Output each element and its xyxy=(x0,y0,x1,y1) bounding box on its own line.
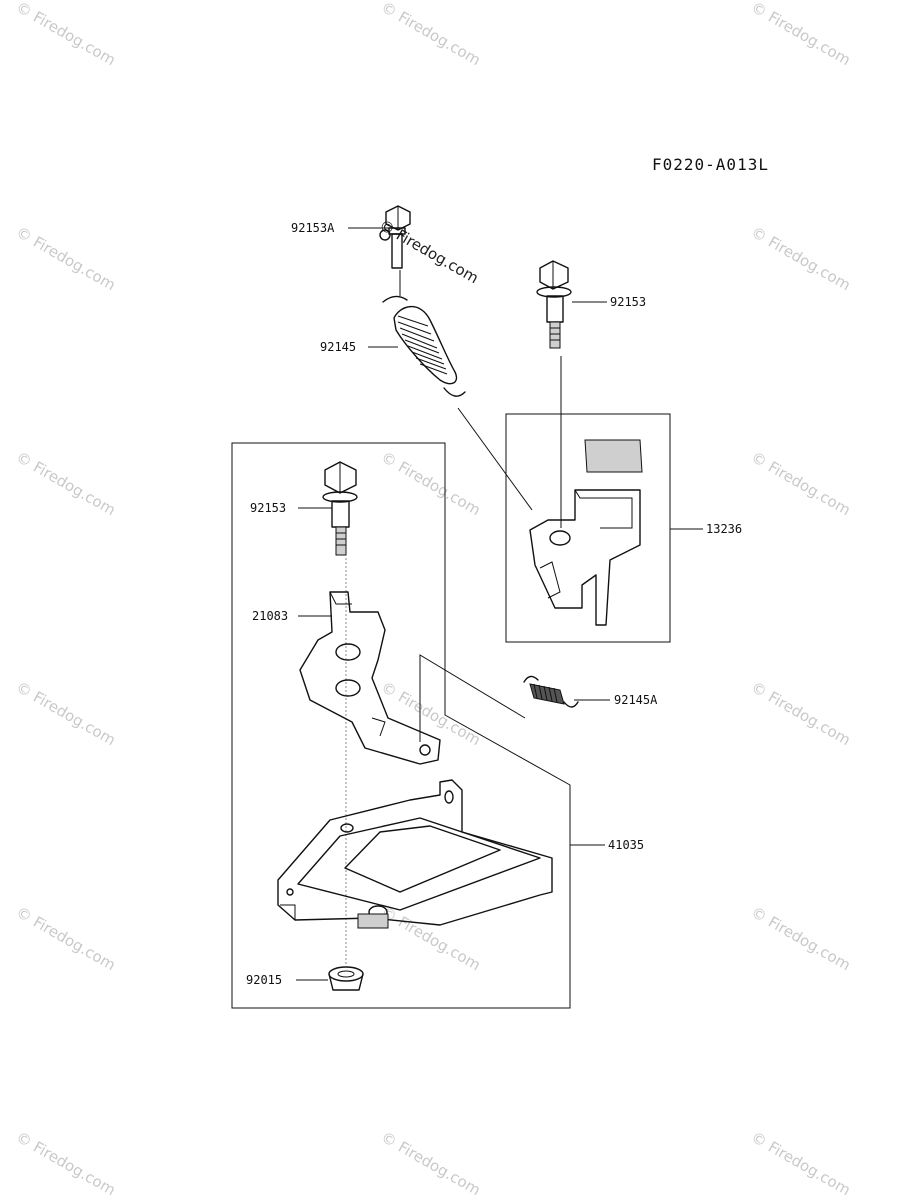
watermark: © Firedog.com xyxy=(748,1128,854,1199)
watermark: © Firedog.com xyxy=(378,1128,484,1199)
part-spring-92145 xyxy=(382,295,466,397)
watermark: © Firedog.com xyxy=(13,678,119,749)
watermark: © Firedog.com xyxy=(13,448,119,519)
part-label-92153-top: 92153 xyxy=(610,295,646,309)
part-label-21083: 21083 xyxy=(252,609,288,623)
watermark: © Firedog.com xyxy=(13,1128,119,1199)
assembly-frame xyxy=(231,442,571,1009)
watermark: © Firedog.com xyxy=(378,903,484,974)
watermark: © Firedog.com xyxy=(748,903,854,974)
part-bolt-92153a xyxy=(379,205,411,269)
watermark: © Firedog.com xyxy=(378,678,484,749)
part-label-92153-left: 92153 xyxy=(250,501,286,515)
part-nut-92015 xyxy=(328,966,364,991)
watermark: © Firedog.com xyxy=(13,0,119,69)
watermark: © Firedog.com xyxy=(378,448,484,519)
watermark: © Firedog.com xyxy=(378,0,484,69)
part-bolt-92153-left xyxy=(322,461,358,556)
part-label-41035: 41035 xyxy=(608,838,644,852)
watermark: © Firedog.com xyxy=(13,223,119,294)
watermark: © Firedog.com xyxy=(748,223,854,294)
part-bracket-13236 xyxy=(529,439,643,626)
part-spring-92145a xyxy=(523,675,579,708)
guide-line xyxy=(419,654,526,742)
guide-line xyxy=(457,407,533,511)
part-label-92153a: 92153A xyxy=(291,221,335,235)
watermark: © Firedog.com xyxy=(748,678,854,749)
part-label-92145a: 92145A xyxy=(614,693,658,707)
part-lever-21083 xyxy=(299,591,441,765)
bracket-frame xyxy=(505,413,671,643)
part-label-13236: 13236 xyxy=(706,522,742,536)
watermark: © Firedog.com xyxy=(748,0,854,69)
part-label-92015: 92015 xyxy=(246,973,282,987)
diagram-code: F0220-A013L xyxy=(652,155,769,174)
watermark: © Firedog.com xyxy=(13,903,119,974)
watermark-layer: © Firedog.com © Firedog.com © Firedog.co… xyxy=(13,0,854,1199)
part-base-plate-41035 xyxy=(277,779,553,929)
watermark: © Firedog.com xyxy=(748,448,854,519)
part-label-92145: 92145 xyxy=(320,340,356,354)
part-bolt-92153-top xyxy=(536,260,572,349)
